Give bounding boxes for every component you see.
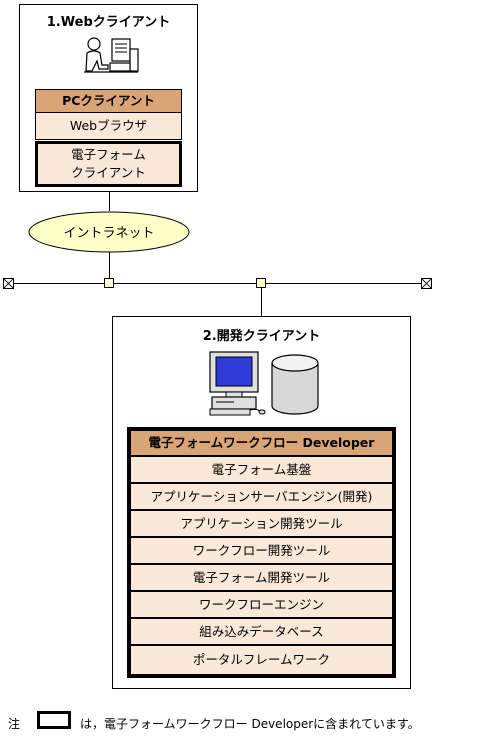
- component-row: アプリケーション開発ツール: [130, 510, 393, 537]
- intranet-label: イントラネット: [63, 226, 155, 241]
- intranet-node: [104, 278, 114, 288]
- intranet-drop: [109, 252, 110, 278]
- note-legend-box: [37, 711, 71, 729]
- component-label: アプリケーションサーバエンジン(開発): [150, 488, 373, 504]
- component-label: 電子フォーム基盤: [211, 461, 312, 477]
- note-text: は，電子フォームワークフロー Developerに含まれています。: [80, 717, 420, 731]
- web-client-box: 1.Webクライアント PCクライアント Webブラウザ 電子フォーム クライア…: [19, 4, 198, 192]
- component-row: 電子フォーム基盤: [130, 456, 393, 483]
- web-browser-row: Webブラウザ: [35, 112, 182, 140]
- developer-header-label: 電子フォームワークフロー Developer: [148, 435, 375, 450]
- desktop-computer-icon: [209, 351, 266, 416]
- web-client-link: [109, 192, 110, 211]
- web-client-title: 1.Webクライアント: [46, 15, 171, 30]
- component-label: ポータルフレームワーク: [192, 652, 331, 667]
- eform-client-label-2: クライアント: [71, 165, 146, 180]
- component-label: ワークフロー開発ツール: [192, 542, 331, 558]
- component-label: アプリケーション開発ツール: [180, 515, 343, 531]
- component-row: ポータルフレームワーク: [130, 645, 393, 675]
- dev-client-box: 2.開発クライアント 電子フォームワークフロー Developer 電子フォーム…: [112, 316, 411, 689]
- component-row: 組み込みデータベース: [130, 618, 393, 645]
- dev-client-node: [256, 278, 266, 288]
- dev-client-link: [261, 288, 262, 316]
- note-prefix: 注: [8, 717, 21, 731]
- developer-stack: 電子フォームワークフロー Developer 電子フォーム基盤 アプリケーション…: [127, 427, 396, 678]
- component-label: 電子フォーム開発ツール: [192, 569, 331, 585]
- component-label: ワークフローエンジン: [198, 596, 324, 612]
- web-browser-label: Webブラウザ: [69, 118, 148, 133]
- lan-bus: [12, 283, 426, 284]
- pc-client-header: PCクライアント: [35, 89, 182, 113]
- pc-client-header-label: PCクライアント: [62, 93, 155, 108]
- user-pc-icon: [84, 37, 139, 73]
- component-row: アプリケーションサーバエンジン(開発): [130, 483, 393, 510]
- dev-client-title: 2.開発クライアント: [202, 329, 321, 344]
- component-label: 組み込みデータベース: [199, 623, 324, 639]
- component-row: ワークフローエンジン: [130, 591, 393, 618]
- component-row: 電子フォーム開発ツール: [130, 564, 393, 591]
- database-cylinder-icon: [271, 354, 319, 415]
- eform-client-label-1: 電子フォーム: [71, 147, 146, 162]
- terminator-icon: [3, 278, 14, 289]
- eform-client-row: 電子フォーム クライアント: [35, 141, 182, 187]
- component-row: ワークフロー開発ツール: [130, 537, 393, 564]
- terminator-icon: [421, 278, 432, 289]
- developer-header: 電子フォームワークフロー Developer: [130, 430, 393, 456]
